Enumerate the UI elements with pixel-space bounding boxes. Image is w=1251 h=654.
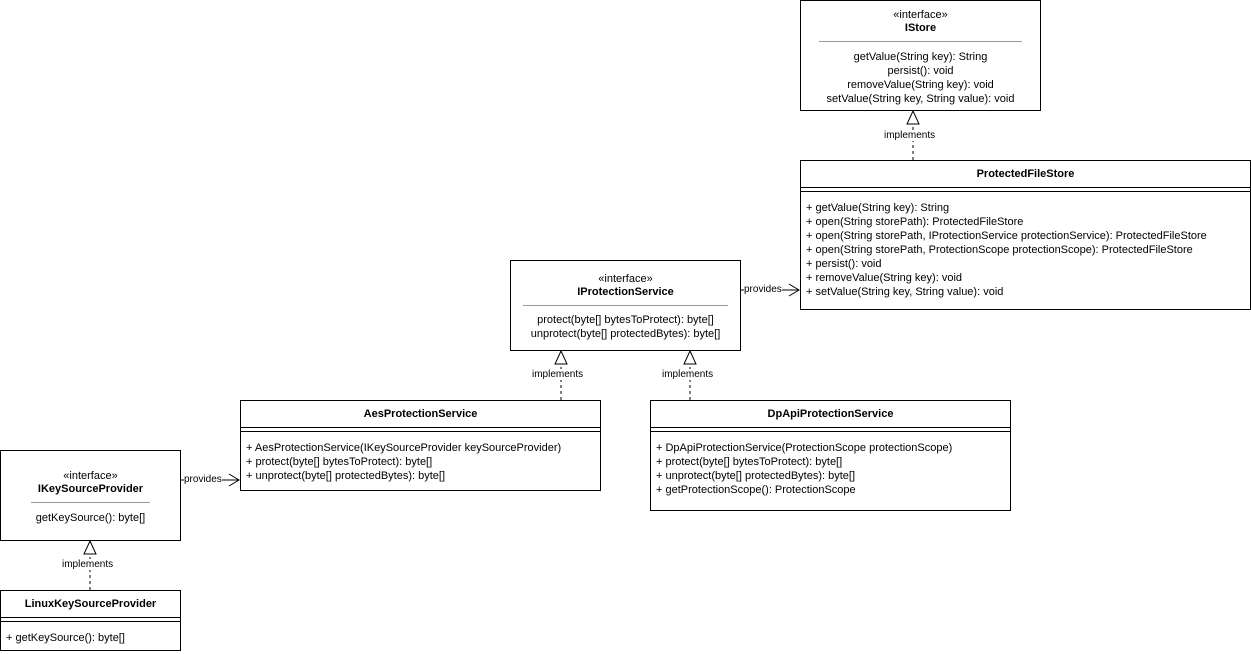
method: + getKeySource(): byte[] (6, 632, 125, 644)
method: + open(String storePath, IProtectionServ… (806, 230, 1207, 242)
iprotection-service-interface-box[interactable]: «interface» IProtectionService protect(b… (510, 260, 741, 351)
method: + unprotect(byte[] protectedBytes): byte… (656, 470, 856, 482)
label-provides-pfs: provides (744, 284, 782, 295)
label-implements-aes: implements (532, 369, 584, 380)
method: + open(String storePath, ProtectionScope… (806, 244, 1193, 256)
method: + setValue(String key, String value): vo… (806, 286, 1004, 298)
linux-key-source-provider-class-box[interactable]: LinuxKeySourceProvider + getKeySource():… (0, 590, 181, 651)
istore-method: persist(): void (887, 65, 954, 77)
label-implements-linux: implements (62, 559, 114, 570)
method: + AesProtectionService(IKeySourceProvide… (246, 442, 562, 454)
protected-file-store-methods: + getValue(String key): String + open(St… (806, 201, 1247, 299)
label-implements-istore: implements (884, 130, 936, 141)
method: + DpApiProtectionService(ProtectionScope… (656, 442, 953, 454)
dpapi-protection-service-name: DpApiProtectionService (767, 408, 894, 420)
iprotection-divider (523, 305, 728, 306)
istore-methods: getValue(String key): String persist(): … (801, 50, 1040, 106)
iprotection-methods: protect(byte[] bytesToProtect): byte[] u… (511, 313, 740, 341)
istore-name: IStore (904, 22, 937, 34)
istore-divider (819, 41, 1022, 42)
dpapi-protection-service-methods: + DpApiProtectionService(ProtectionScope… (656, 441, 1007, 497)
iprotection-name: IProtectionService (577, 286, 674, 298)
iprotection-stereotype: «interface» (598, 273, 653, 285)
class-divider (651, 427, 1010, 428)
class-divider (241, 427, 600, 428)
method: + getValue(String key): String (806, 202, 950, 214)
istore-method: removeValue(String key): void (847, 79, 994, 91)
protected-file-store-class-box[interactable]: ProtectedFileStore + getValue(String key… (800, 160, 1251, 310)
istore-stereotype: «interface» (893, 9, 948, 21)
method: + protect(byte[] bytesToProtect): byte[] (246, 456, 433, 468)
class-divider (241, 431, 600, 432)
linux-key-source-provider-methods: + getKeySource(): byte[] (6, 631, 177, 645)
label-provides-aes: provides (184, 474, 222, 485)
iprotection-method: unprotect(byte[] protectedBytes): byte[] (530, 328, 721, 340)
dpapi-protection-service-class-box[interactable]: DpApiProtectionService + DpApiProtection… (650, 400, 1011, 511)
method: + protect(byte[] bytesToProtect): byte[] (656, 456, 843, 468)
class-divider (1, 621, 180, 622)
ikeysource-method: getKeySource(): byte[] (35, 512, 146, 524)
method: + unprotect(byte[] protectedBytes): byte… (246, 470, 446, 482)
istore-method: setValue(String key, String value): void (826, 93, 1015, 105)
aes-protection-service-name: AesProtectionService (363, 408, 478, 420)
method: + open(String storePath): ProtectedFileS… (806, 216, 1024, 228)
aes-protection-service-methods: + AesProtectionService(IKeySourceProvide… (246, 441, 597, 483)
class-divider (801, 187, 1250, 188)
class-divider (651, 431, 1010, 432)
ikeysource-name: IKeySourceProvider (37, 483, 144, 495)
method: + persist(): void (806, 258, 882, 270)
class-divider (801, 191, 1250, 192)
istore-method: getValue(String key): String (853, 51, 988, 63)
method: + removeValue(String key): void (806, 272, 963, 284)
ikeysource-divider (31, 502, 150, 503)
method: + getProtectionScope(): ProtectionScope (656, 484, 856, 496)
ikey-source-provider-interface-box[interactable]: «interface» IKeySourceProvider getKeySou… (0, 450, 181, 541)
label-implements-dpapi: implements (662, 369, 714, 380)
ikeysource-methods: getKeySource(): byte[] (1, 511, 180, 525)
iprotection-method: protect(byte[] bytesToProtect): byte[] (537, 314, 714, 326)
ikeysource-stereotype: «interface» (63, 470, 118, 482)
class-divider (1, 617, 180, 618)
istore-interface-box[interactable]: «interface» IStore getValue(String key):… (800, 0, 1041, 111)
linux-key-source-provider-name: LinuxKeySourceProvider (24, 598, 157, 610)
protected-file-store-name: ProtectedFileStore (976, 168, 1075, 180)
aes-protection-service-class-box[interactable]: AesProtectionService + AesProtectionServ… (240, 400, 601, 491)
